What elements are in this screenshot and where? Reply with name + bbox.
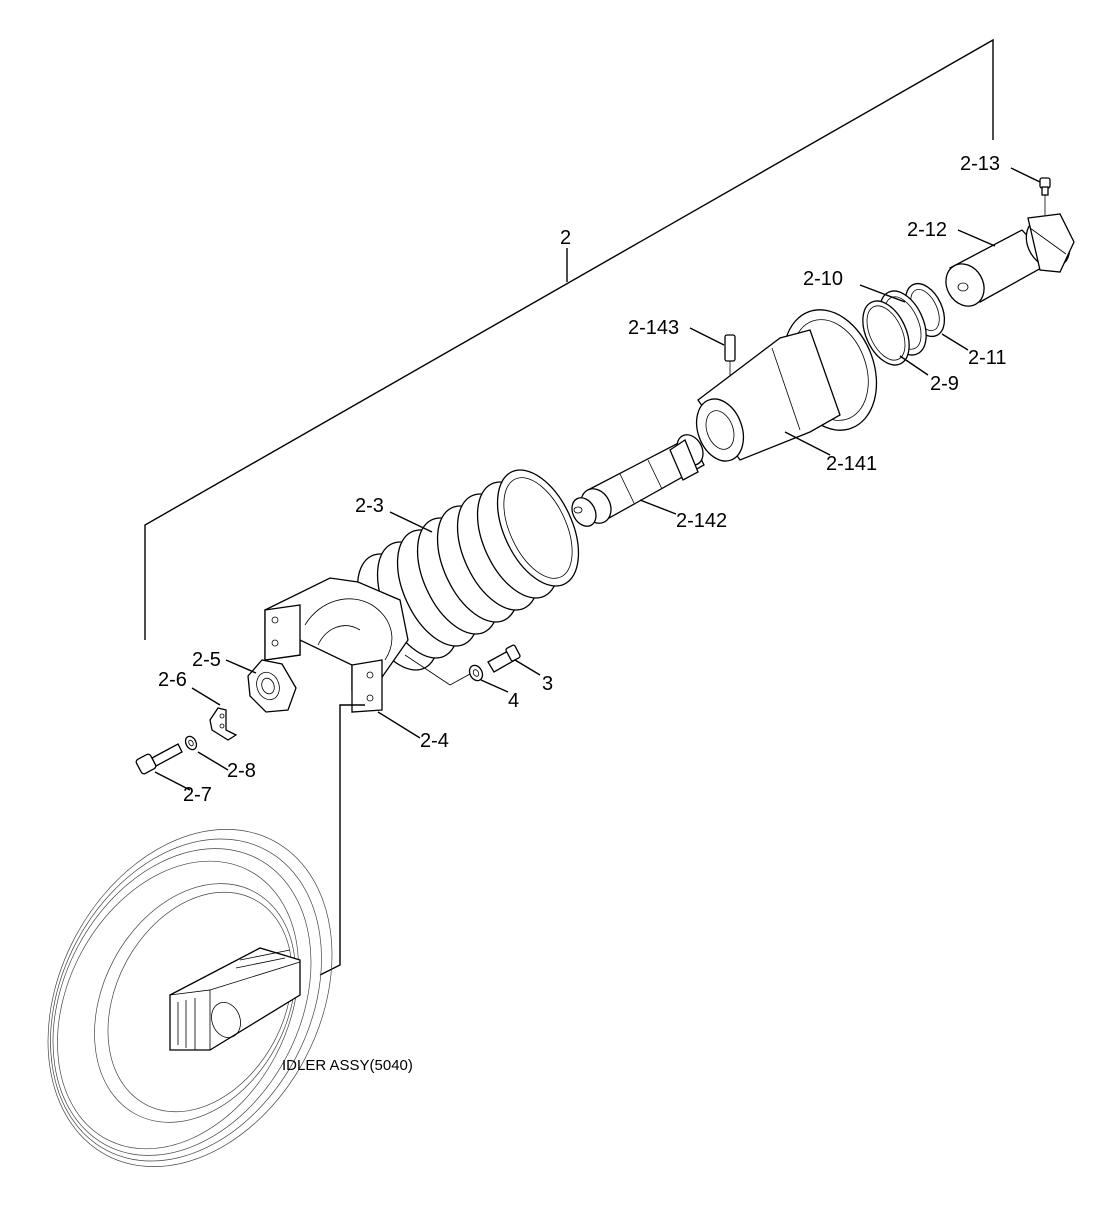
label-ring-c: 2-9 <box>930 373 959 395</box>
leader-ring-b <box>941 333 969 351</box>
label-idler-assy: IDLER ASSY(5040) <box>282 1057 413 1074</box>
grease-nipple-part <box>1039 177 1051 215</box>
idler-bracket-line <box>319 704 365 976</box>
leader-washer <box>480 679 509 693</box>
leader-bolt-small <box>154 771 191 791</box>
cylinder-part <box>945 213 1075 307</box>
leader-pin <box>689 327 725 346</box>
bolt-part <box>487 644 521 673</box>
label-spring: 2-3 <box>355 495 384 517</box>
idler-wheel-part <box>47 829 333 1167</box>
label-grease-nipple: 2-13 <box>960 153 1000 175</box>
washer-part <box>468 664 484 682</box>
leader-nut <box>225 659 257 674</box>
leader-ring-c <box>899 355 929 376</box>
label-bolt: 3 <box>542 673 553 695</box>
yoke-part <box>264 577 471 713</box>
leader-stopper <box>191 687 221 706</box>
bracket-cone-part <box>695 309 878 462</box>
label-washer-small: 2-8 <box>227 760 256 782</box>
label-pin: 2-143 <box>628 317 679 339</box>
leader-yoke <box>377 711 421 739</box>
label-ring-a: 2-10 <box>803 268 843 290</box>
label-ring-b: 2-11 <box>968 347 1007 369</box>
leader-rod <box>639 499 677 515</box>
washer-small-part <box>184 735 198 751</box>
rod-part <box>571 434 705 527</box>
label-yoke: 2-4 <box>420 730 449 752</box>
leader-spring <box>389 511 433 533</box>
leader-grease-nipple <box>1010 167 1041 183</box>
label-cylinder: 2-12 <box>907 219 947 241</box>
nut-part <box>247 659 297 713</box>
leader-bolt <box>514 659 541 676</box>
label-bolt-small: 2-7 <box>183 784 212 806</box>
leader-bracket-cone <box>784 431 831 456</box>
label-bracket-cone: 2-141 <box>826 453 877 475</box>
label-stopper: 2-6 <box>158 669 187 691</box>
label-nut: 2-5 <box>192 649 221 671</box>
label-rod: 2-142 <box>676 510 727 532</box>
leader-washer-small <box>197 751 229 771</box>
leader-ring-a <box>859 284 906 303</box>
label-assy: 2 <box>560 227 571 249</box>
label-washer: 4 <box>508 690 519 712</box>
stopper-part <box>209 707 238 741</box>
leader-cylinder <box>957 229 996 247</box>
ring-parts <box>862 282 946 366</box>
bolt-small-part <box>135 743 183 775</box>
assy-bracket-line <box>144 38 994 640</box>
